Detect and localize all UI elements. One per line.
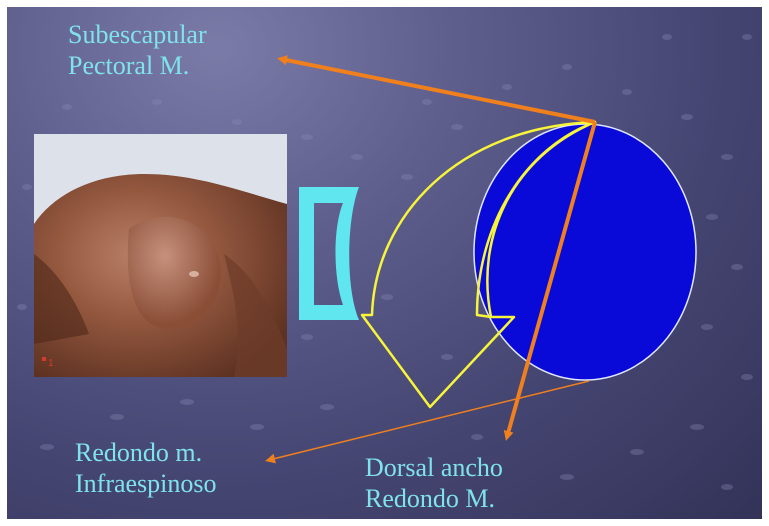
slide-background: 1 Subescapular Pectoral M. Redondo m. In… [7,7,762,519]
label-dorsal-ancho: Dorsal ancho [365,452,503,483]
label-redondo-mayor: Redondo M. [365,483,503,514]
label-subescapular-pectoral: Subescapular Pectoral M. [68,19,207,81]
label-redondo-infraespinoso: Redondo m. Infraespinoso [75,437,217,499]
label-dorsal-ancho-redondo: Dorsal ancho Redondo M. [365,452,503,514]
line-to-redondo-infraespinoso [269,381,589,460]
arrow-to-subescapular [281,59,595,122]
label-infraespinoso: Infraespinoso [75,468,217,499]
glenoid-shape [299,187,359,320]
label-redondo-menor: Redondo m. [75,437,217,468]
label-subescapular: Subescapular [68,19,207,50]
label-pectoral: Pectoral M. [68,50,207,81]
